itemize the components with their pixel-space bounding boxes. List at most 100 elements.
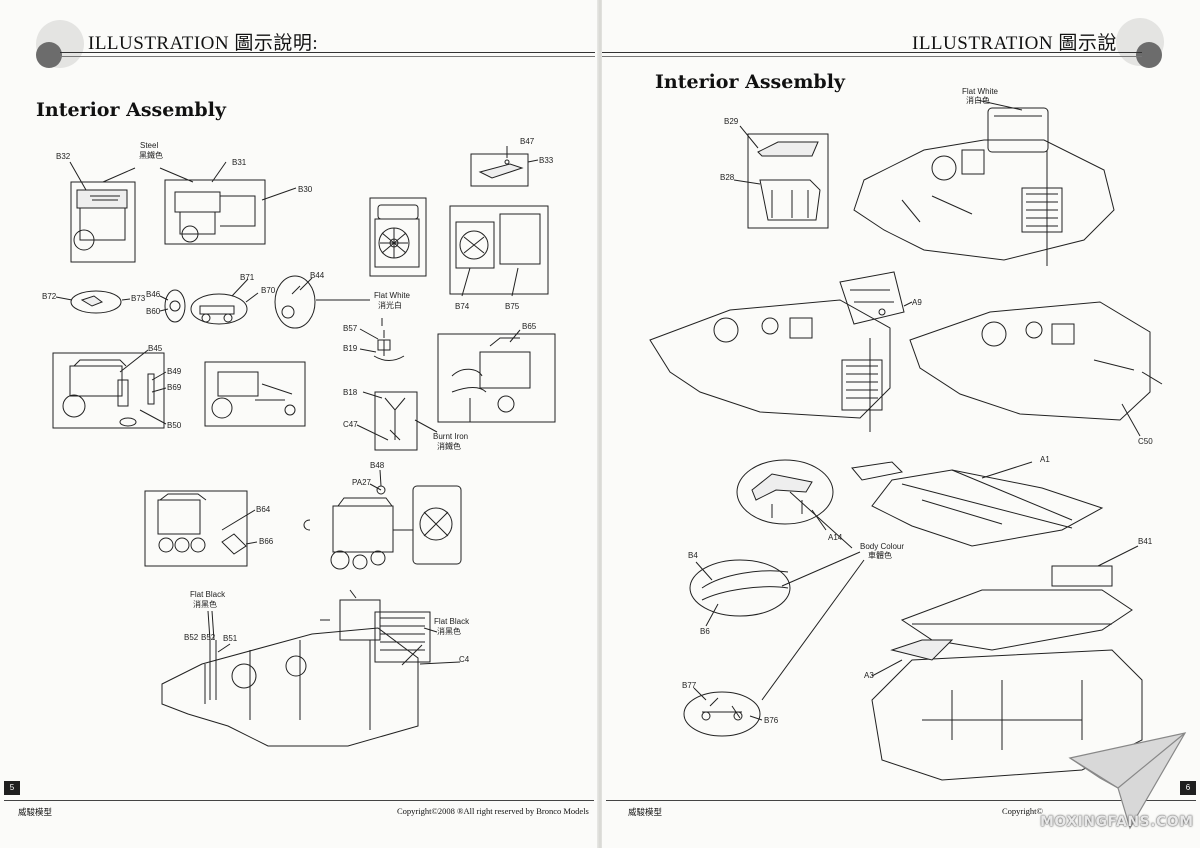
header-decor-dot xyxy=(1136,42,1162,68)
callout-label: A14 xyxy=(828,533,843,542)
callout-label: B28 xyxy=(720,173,735,182)
paper-plane-icon xyxy=(1068,732,1187,830)
engine-housing-box xyxy=(164,179,266,245)
page-number: 5 xyxy=(4,781,20,795)
header-title: ILLUSTRATION 圖示說明: xyxy=(88,33,319,54)
lower-hull xyxy=(871,639,1143,781)
paint-note: 消黑色 xyxy=(193,599,217,609)
callout-label: B4 xyxy=(688,551,698,560)
callout-label: B45 xyxy=(148,344,163,353)
chassis-frame xyxy=(851,461,1104,547)
footer-rule xyxy=(4,800,594,801)
callout-label: B52 xyxy=(184,633,199,642)
storage-box xyxy=(747,133,829,229)
callout-label: B51 xyxy=(223,634,238,643)
callout-label: B29 xyxy=(724,117,739,126)
paint-note: Flat White xyxy=(962,87,999,96)
small-parts-row xyxy=(70,275,316,329)
footer-brand: 威駿模型 xyxy=(18,807,53,817)
paint-note: 消白色 xyxy=(966,95,990,105)
callout-label: B19 xyxy=(343,344,358,353)
callout-label: B52 xyxy=(201,633,216,642)
linkage-box xyxy=(374,391,418,451)
chassis-frame-lower xyxy=(900,565,1133,651)
callout-label: C4 xyxy=(459,655,470,664)
page-gutter xyxy=(597,0,603,848)
callout-label: B73 xyxy=(131,294,146,303)
callout-label: B49 xyxy=(167,367,182,376)
header-decor-dot xyxy=(36,42,62,68)
callout-label: B18 xyxy=(343,388,358,397)
right-page: ILLUSTRATION 圖示說明: Interior Assembly xyxy=(602,0,1200,848)
callout-label: B57 xyxy=(343,324,358,333)
paint-note: 黑鐵色 xyxy=(139,150,163,160)
paint-note: 車體色 xyxy=(868,550,892,560)
a9-panel xyxy=(839,271,905,325)
paint-note: Steel xyxy=(140,141,158,150)
callout-label: B70 xyxy=(261,286,276,295)
callout-label: B50 xyxy=(167,421,182,430)
callout-label: A3 xyxy=(864,671,874,680)
header-title: ILLUSTRATION 圖示說明: xyxy=(912,33,1143,54)
interior-hull-top xyxy=(853,107,1115,266)
paint-note: Flat White xyxy=(374,291,411,300)
header-rule-thin xyxy=(602,56,1142,57)
assembly-diagram-right: B29 B28 A9 C50 A1 A14 B4 B6 B41 A3 B77 B… xyxy=(649,87,1163,781)
header-rule xyxy=(60,52,595,53)
callout-label: B77 xyxy=(682,681,697,690)
engine-assembly-box xyxy=(52,352,165,429)
callout-label: B65 xyxy=(522,322,537,331)
callout-label: B75 xyxy=(505,302,520,311)
footer-copyright: Copyright©2008 ®All right reserved by Br… xyxy=(397,806,589,816)
assembly-diagram-left: B32 B31 B30 B47 B33 B72 B73 B46 B60 B71 … xyxy=(42,137,556,747)
callout-label: B66 xyxy=(259,537,274,546)
callout-label: B60 xyxy=(146,307,161,316)
paint-note: 消光白 xyxy=(378,300,402,310)
paint-note: Flat Black xyxy=(190,590,226,599)
radiator-frame-box xyxy=(449,205,549,295)
header-rule-thin xyxy=(60,56,595,57)
callout-label: B46 xyxy=(146,290,161,299)
footer-copyright: Copyright© xyxy=(1002,806,1043,816)
shifter-part xyxy=(373,330,405,361)
paint-note: Burnt Iron xyxy=(433,432,468,441)
left-page: ILLUSTRATION 圖示說明: Interior Assembly xyxy=(0,0,598,848)
header-rule xyxy=(602,52,1142,53)
engine-radiator-assembly xyxy=(303,485,462,570)
engine-block-box xyxy=(70,181,136,263)
engine-assembly-box-2 xyxy=(204,361,306,427)
callout-label: B47 xyxy=(520,137,535,146)
engine-assembly-box-4 xyxy=(144,490,248,567)
interior-hull-mid-left xyxy=(649,299,891,432)
callout-label: B6 xyxy=(700,627,710,636)
callout-label: B32 xyxy=(56,152,71,161)
callout-label: B76 xyxy=(764,716,779,725)
section-title: Interior Assembly xyxy=(655,71,845,93)
callout-label: A1 xyxy=(1040,455,1050,464)
callout-label: B72 xyxy=(42,292,57,301)
callout-label: B33 xyxy=(539,156,554,165)
interior-hull-mid-right xyxy=(909,301,1163,421)
a14-part-oval xyxy=(736,459,834,525)
interior-hull-assembly xyxy=(161,599,431,747)
paint-note: Body Colour xyxy=(860,542,904,551)
b4-b6-leaf-spring-oval xyxy=(689,559,791,617)
callout-label: B31 xyxy=(232,158,247,167)
section-title: Interior Assembly xyxy=(36,99,226,121)
paint-note: 消鐵色 xyxy=(437,441,461,451)
watermark-text: MOXINGFANS.COM xyxy=(1040,814,1194,830)
callout-label: B30 xyxy=(298,185,313,194)
callout-label: C50 xyxy=(1138,437,1153,446)
b77-b76-axle-oval xyxy=(683,691,761,737)
engine-assembly-box-3 xyxy=(437,333,556,423)
callout-label: B48 xyxy=(370,461,385,470)
callout-label: B44 xyxy=(310,271,325,280)
callout-label: B41 xyxy=(1138,537,1153,546)
radiator-box xyxy=(369,197,427,277)
callout-label: A9 xyxy=(912,298,922,307)
page-number: 6 xyxy=(1180,781,1196,795)
callout-label: B71 xyxy=(240,273,255,282)
footer-brand: 威駿模型 xyxy=(628,807,663,817)
paint-note: Flat Black xyxy=(434,617,470,626)
callout-label: B69 xyxy=(167,383,182,392)
